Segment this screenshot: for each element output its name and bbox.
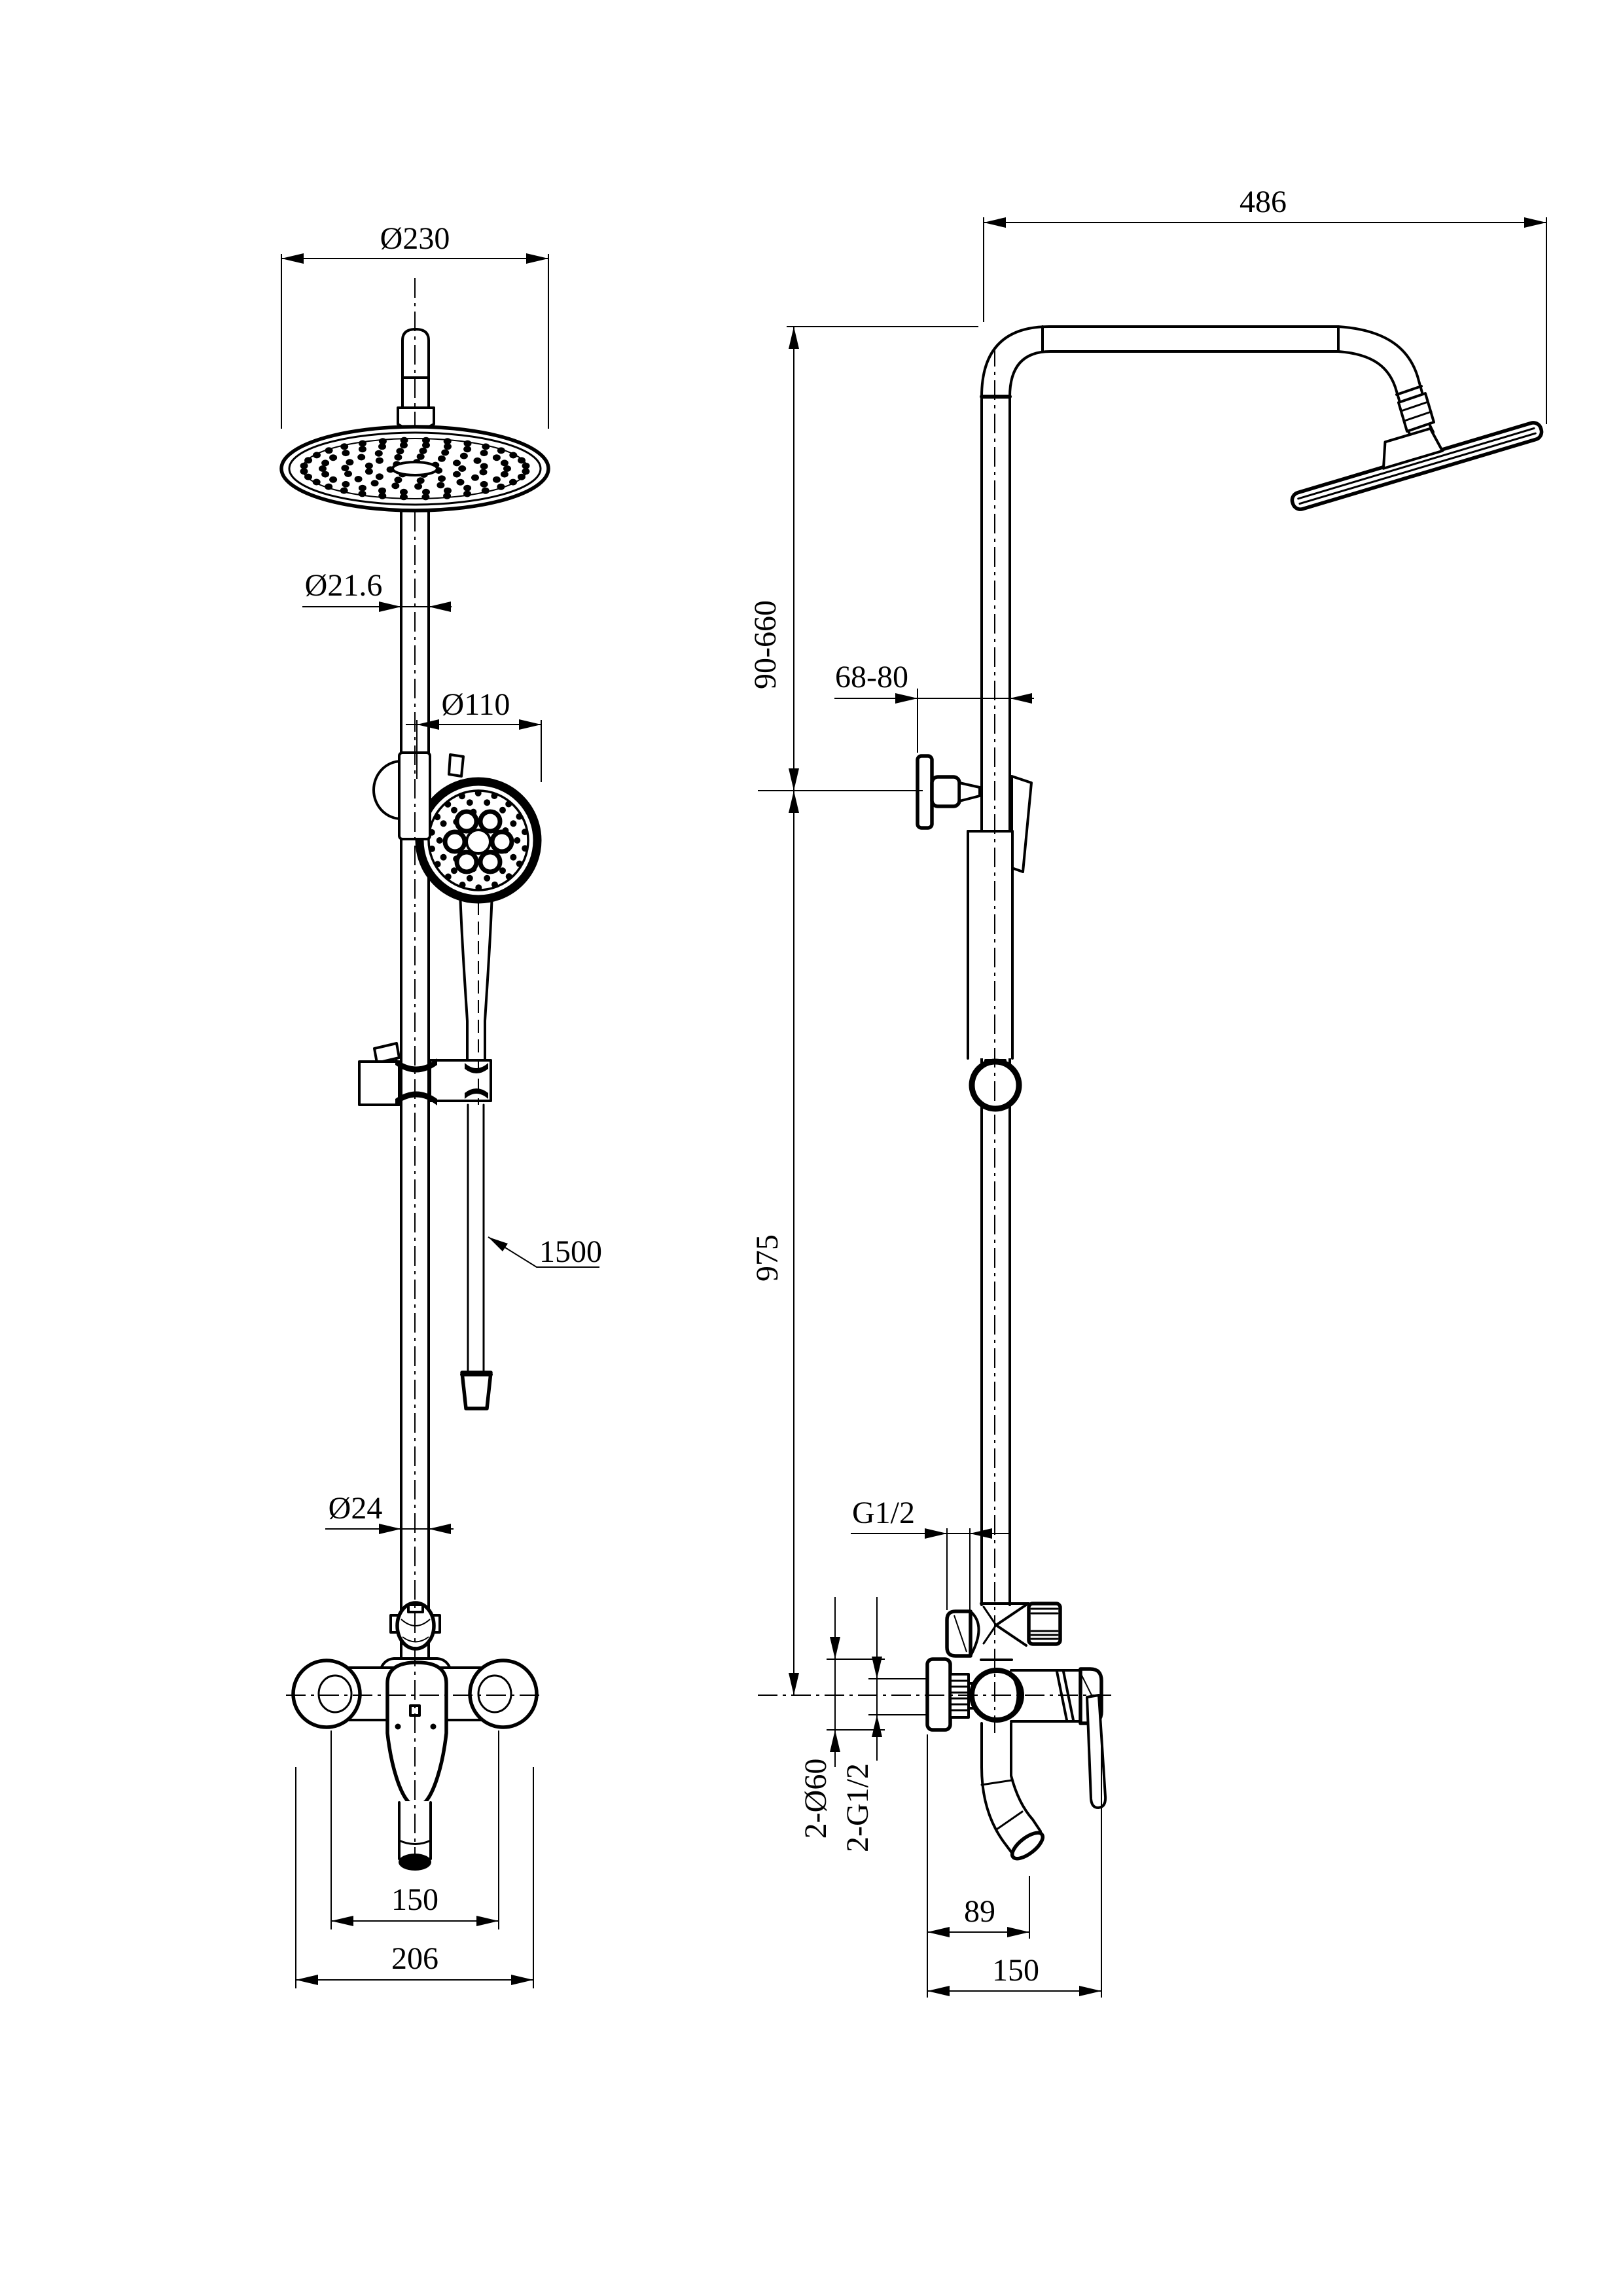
shower-hose — [460, 1103, 493, 1410]
dim-valve-center-distance-label: 150 — [391, 1882, 438, 1917]
dim-connection-thread-label: 2-G1/2 — [840, 1763, 875, 1852]
dim-head-diameter-label: Ø230 — [380, 221, 450, 256]
side-view: 486 90-660 975 68-80 — [748, 185, 1547, 1998]
dim-valve-overall-width-label: 206 — [391, 1941, 438, 1976]
dim-pipe-diameter-label: Ø21.6 — [305, 568, 383, 603]
dim-body-depth: 150 — [927, 1728, 1102, 1998]
overhead-shower-head — [279, 425, 550, 512]
right-end-cap — [468, 1659, 539, 1729]
dim-inlet-thread-label: G1/2 — [852, 1496, 915, 1530]
dim-head-height-range: 90-660 — [748, 326, 978, 791]
left-end-cap — [291, 1659, 362, 1729]
tee-elbow — [945, 1609, 972, 1658]
dim-body-depth-label: 150 — [992, 1953, 1039, 1988]
dim-lower-pipe-diameter: Ø24 — [325, 1491, 454, 1534]
bracket-lever — [1010, 775, 1033, 873]
dim-riser-height-label: 975 — [750, 1234, 785, 1282]
front-view: Ø230 Ø21.6 Ø110 1500 — [279, 221, 602, 1988]
overhead-shower-connector — [397, 328, 435, 431]
dim-connection-thread: 2-G1/2 — [840, 1597, 926, 1852]
shower-arm — [980, 325, 1435, 441]
dim-hand-shower-diameter: Ø110 — [406, 687, 542, 782]
hand-shower-head-front — [415, 777, 542, 904]
dim-lower-pipe-diameter-label: Ø24 — [329, 1491, 383, 1526]
overhead-shower-head-side — [1290, 421, 1544, 511]
diverter-tee-side — [945, 1602, 1062, 1661]
hand-shower-side — [967, 830, 1022, 1112]
slide-bar-holder — [358, 1042, 492, 1106]
dim-spout-reach-label: 89 — [964, 1894, 995, 1929]
dim-inlet-thread: G1/2 — [851, 1496, 1011, 1610]
dim-arm-reach: 486 — [983, 185, 1547, 424]
dim-hose-length-label: 1500 — [539, 1234, 602, 1269]
dim-valve-overall-width: 206 — [295, 1767, 534, 1988]
dim-arm-reach-label: 486 — [1240, 185, 1287, 219]
spout-side — [980, 1722, 1045, 1861]
dim-bracket-offset: 68-80 — [834, 660, 1034, 753]
hand-spray-flower — [442, 809, 514, 874]
dim-spout-reach: 89 — [927, 1734, 1030, 1998]
dim-pipe-diameter: Ø21.6 — [302, 568, 452, 612]
dim-hose-length: 1500 — [488, 1234, 602, 1269]
dim-head-diameter: Ø230 — [281, 221, 549, 429]
dim-hand-shower-diameter-label: Ø110 — [442, 687, 510, 722]
mixer-valve-side — [925, 1657, 1107, 1861]
dim-valve-center-distance: 150 — [330, 1731, 499, 1929]
dim-flange-diameter-label: 2-Ø60 — [798, 1759, 833, 1839]
dim-head-height-range-label: 90-660 — [748, 600, 783, 689]
hand-shower-handle-front — [459, 889, 493, 1065]
dim-bracket-offset-label: 68-80 — [835, 660, 908, 694]
mixer-handle-front — [385, 1660, 448, 1808]
dim-riser-height: 975 — [750, 791, 799, 1695]
